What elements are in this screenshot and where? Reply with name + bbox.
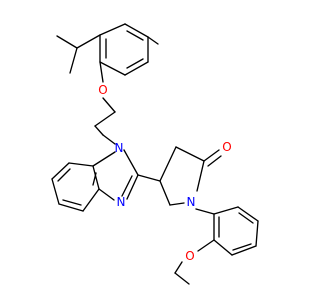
oxygen-atom-label: O <box>185 249 194 263</box>
bond <box>99 23 126 36</box>
bond <box>94 111 116 127</box>
bond <box>58 203 84 212</box>
bond <box>137 174 161 182</box>
nitrogen-atom-label: N <box>187 195 196 209</box>
atom-labels: O N N N O O <box>98 83 231 263</box>
bond <box>213 239 233 256</box>
bond <box>207 155 222 167</box>
bond <box>102 134 116 145</box>
bond <box>159 180 171 206</box>
bond <box>62 199 82 206</box>
bond <box>124 23 149 38</box>
bond <box>175 146 205 162</box>
bond <box>121 175 133 197</box>
bond <box>237 206 259 222</box>
structure-canvas: O N N N O O <box>51 23 259 285</box>
bond <box>102 97 116 113</box>
nitrogen-atom-label: N <box>117 195 126 209</box>
molecule-structure: O N N N O O <box>51 23 259 285</box>
bond <box>126 30 144 41</box>
bond <box>92 165 100 190</box>
bond <box>98 188 115 201</box>
bond <box>159 146 177 182</box>
oxygen-atom-label: O <box>222 140 231 154</box>
nitrogen-atom-label: N <box>115 141 124 155</box>
oxygen-atom-label: O <box>98 83 107 97</box>
bond <box>68 162 94 167</box>
bond <box>92 172 97 186</box>
bond <box>195 208 215 215</box>
bond <box>147 36 159 45</box>
bond <box>56 35 78 49</box>
bond <box>51 178 60 205</box>
bond <box>231 245 257 256</box>
bond <box>82 188 100 212</box>
bond <box>203 149 220 162</box>
bond <box>196 160 205 192</box>
bond <box>169 202 185 206</box>
bond <box>57 168 71 182</box>
bond <box>123 149 139 176</box>
bond <box>94 125 104 136</box>
bond <box>99 61 126 76</box>
bond <box>174 272 190 285</box>
bond <box>126 174 139 200</box>
bond <box>124 61 149 76</box>
bond <box>213 206 239 215</box>
bond <box>92 151 116 167</box>
bond <box>174 261 183 274</box>
bond <box>76 34 101 49</box>
bond <box>51 162 70 180</box>
bond <box>232 243 252 251</box>
bond <box>255 220 259 247</box>
bond <box>69 47 78 74</box>
bond <box>126 58 144 69</box>
bond <box>238 212 254 224</box>
bond <box>99 61 104 83</box>
bond-lines <box>51 23 259 285</box>
bond <box>197 239 215 252</box>
